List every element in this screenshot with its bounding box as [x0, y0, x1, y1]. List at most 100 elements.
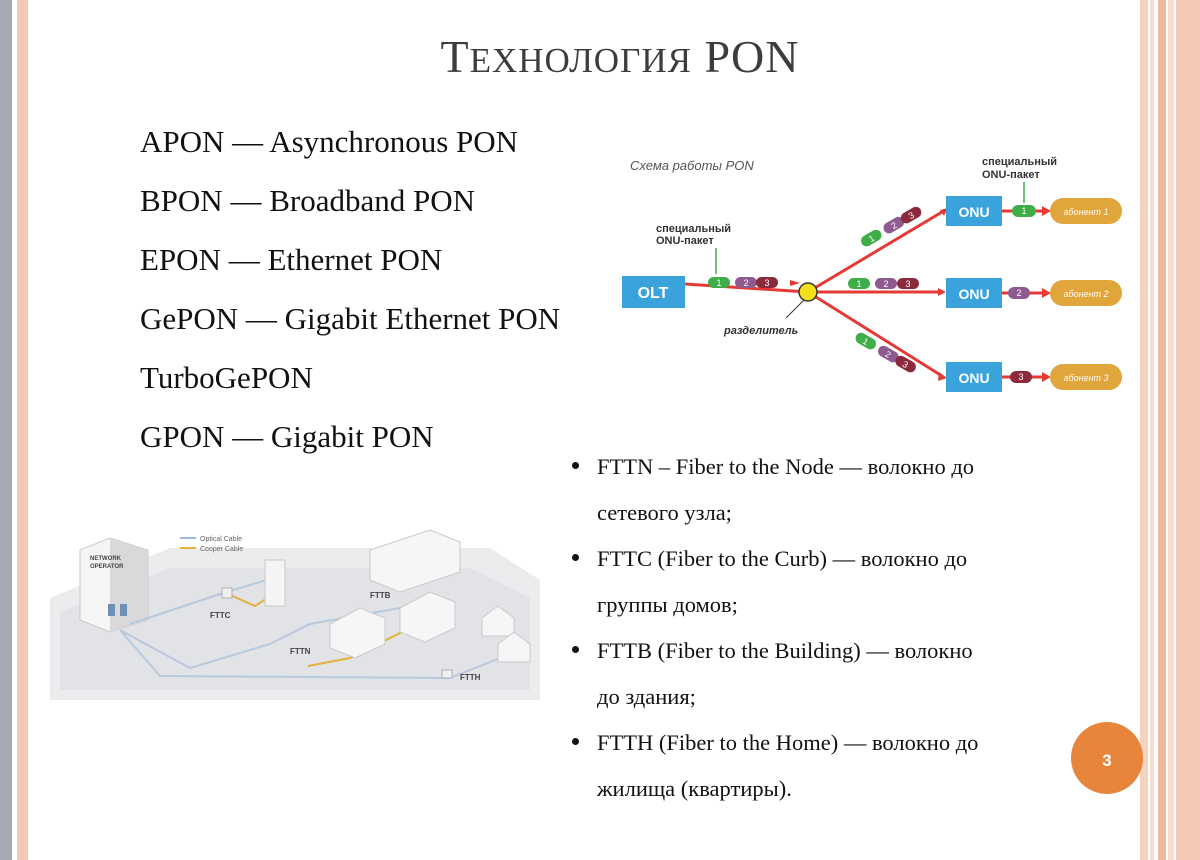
pon-scheme-diagram: Схема работы PON OLT специальный ONU-пак… [622, 156, 1122, 392]
fttn-label: FTTN [290, 647, 311, 656]
fttc-label: FTTC [210, 611, 231, 620]
office-building [399, 591, 456, 643]
packet-3 [897, 278, 919, 289]
bullet-text-cont: сетевого узла; [597, 500, 732, 525]
packet-number: 2 [1016, 288, 1021, 298]
arrow-head [1042, 206, 1051, 216]
bullet-text-cont: до здания; [597, 684, 696, 709]
right-border-stripe [1158, 0, 1166, 860]
legend-optical: Optical Cable [200, 536, 242, 543]
left-border-gap [12, 0, 17, 860]
bullet-dot [572, 554, 579, 561]
house [481, 605, 515, 637]
subscriber-2 [1050, 280, 1122, 306]
packet-label: ONU-пакет [982, 169, 1040, 181]
packet-1 [1012, 205, 1036, 217]
list-item: FTTC (Fiber to the Curb) — волокно до гру… [570, 536, 1090, 628]
splitter-node [798, 282, 818, 302]
slide-title: ТЕХНОЛОГИЯ PON [300, 30, 940, 83]
packet-number: 1 [716, 278, 721, 288]
onu-label: ONU [958, 204, 989, 220]
olt-label: OLT [638, 285, 669, 302]
subscriber-label: абонент 2 [1064, 289, 1109, 299]
packet-number: 3 [901, 359, 910, 370]
bullet-dot [572, 646, 579, 653]
bullet-dot [572, 738, 579, 745]
packet-2 [875, 278, 897, 289]
arrow-head [938, 288, 946, 296]
packet-2 [735, 277, 757, 288]
packet-3 [895, 355, 916, 373]
diagram-caption: Схема работы PON [630, 158, 754, 173]
onu-box [946, 196, 1002, 226]
packet-1 [708, 277, 730, 288]
bullet-text-cont: жилища (квартиры). [597, 776, 792, 801]
left-border-stripe [0, 0, 12, 860]
server-rack [120, 604, 127, 616]
packet-number: 1 [856, 279, 861, 289]
list-item: FTTH (Fiber to the Home) — волокно до жил… [570, 720, 1090, 812]
copper-cable [307, 627, 411, 667]
bullet-text: FTTB (Fiber to the Building) — волокно [597, 638, 973, 663]
industrial-building [369, 529, 461, 593]
operator-label: OPERATOR [90, 564, 124, 570]
list-item: FTTB (Fiber to the Building) — волокно до… [570, 628, 1090, 720]
fttb-label: FTTB [370, 591, 391, 600]
bullet-text-cont: группы домов; [597, 592, 738, 617]
onu-box [946, 278, 1002, 308]
splitter-label: разделитель [723, 325, 798, 337]
subscriber-3 [1050, 364, 1122, 390]
arrow-head [790, 280, 800, 286]
subscriber-label: абонент 1 [1064, 207, 1109, 217]
fiber-line [807, 210, 943, 294]
arrow-head [1042, 372, 1051, 382]
operator-label: NETWORK [90, 556, 122, 562]
right-border-stripe [1150, 0, 1154, 860]
house [497, 631, 531, 663]
bullet-dot [572, 462, 579, 469]
bullet-text: FTTH (Fiber to the Home) — волокно до [597, 730, 979, 755]
packet-number: 1 [867, 233, 876, 244]
optical-cable [129, 575, 281, 625]
packet-label: специальный [656, 223, 731, 235]
list-item: GePON — Gigabit Ethernet PON [140, 301, 561, 336]
list-item: EPON — Ethernet PON [140, 242, 443, 277]
list-item: TurboGePON [140, 360, 313, 395]
packet-number: 2 [889, 220, 898, 231]
packet-number: 3 [905, 279, 910, 289]
packet-1 [861, 229, 882, 247]
packet-label: ONU-пакет [656, 235, 714, 247]
list-item: BPON — Broadband PON [140, 183, 475, 218]
apartment-building [264, 559, 286, 607]
onu-label: ONU [958, 286, 989, 302]
olt-box [622, 276, 685, 308]
right-border-stripe [1176, 0, 1200, 860]
fiber-line [807, 290, 943, 378]
cabinet [441, 669, 453, 679]
pon-technologies-list: APON — Asynchronous PON BPON — Broadband… [140, 120, 560, 474]
subscriber-label: абонент 3 [1064, 373, 1109, 383]
packet-2 [878, 345, 899, 363]
server-rack [108, 604, 115, 616]
packet-number: 2 [883, 279, 888, 289]
packet-number: 3 [764, 278, 769, 288]
packet-2 [1008, 287, 1030, 299]
packet-2 [883, 216, 905, 234]
packet-1 [848, 278, 870, 289]
onu-box [946, 362, 1002, 392]
ground-inner [60, 568, 530, 690]
arrow-head [938, 372, 947, 381]
office-building [329, 607, 386, 659]
operator-building-side [110, 538, 148, 632]
fttx-network-illustration: NETWORK OPERATOR Optical Cable Cooper Ca… [50, 529, 540, 700]
fttx-list: FTTN – Fiber to the Node — волокно до сет… [570, 444, 1090, 812]
packet-number: 2 [883, 349, 892, 360]
packet-number: 2 [743, 278, 748, 288]
packet-number: 1 [861, 336, 870, 347]
splitter-pointer [785, 299, 805, 319]
bullet-text: FTTC (Fiber to the Curb) — волокно до [597, 546, 968, 571]
packet-3 [1010, 371, 1032, 383]
right-border-stripe [1168, 0, 1174, 860]
bullet-text: FTTN – Fiber to the Node — волокно до [597, 454, 975, 479]
packet-number: 3 [1018, 372, 1023, 382]
